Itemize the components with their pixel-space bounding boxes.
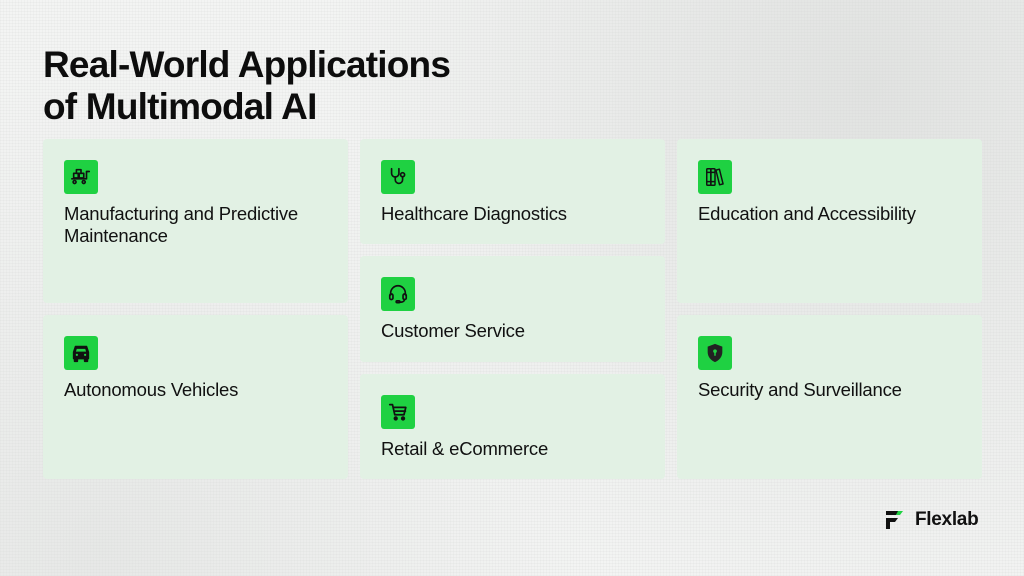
card-label: Education and Accessibility xyxy=(698,203,916,224)
title-line-2: of Multimodal AI xyxy=(43,86,317,127)
card-label: Manufacturing and Predictive Maintenance xyxy=(64,203,299,246)
card-security: Security and Surveillance xyxy=(677,315,982,479)
car-icon xyxy=(64,336,98,370)
card-label: Healthcare Diagnostics xyxy=(381,203,567,224)
page-title: Real-World Applications of Multimodal AI xyxy=(43,44,451,128)
flexlab-logo-icon xyxy=(886,511,903,529)
card-education: Education and Accessibility xyxy=(677,139,982,303)
headset-icon xyxy=(381,277,415,311)
card-healthcare: Healthcare Diagnostics xyxy=(360,139,665,244)
card-label: Customer Service xyxy=(381,320,525,341)
brand-name: Flexlab xyxy=(915,509,979,530)
card-label: Security and Surveillance xyxy=(698,379,902,400)
card-label: Autonomous Vehicles xyxy=(64,379,239,400)
cart-trolley-boxes-icon xyxy=(64,160,98,194)
card-manufacturing: Manufacturing and Predictive Maintenance xyxy=(43,139,348,303)
stethoscope-icon xyxy=(381,160,415,194)
shield-lock-icon xyxy=(698,336,732,370)
title-line-1: Real-World Applications xyxy=(43,44,451,85)
card-autonomous-vehicles: Autonomous Vehicles xyxy=(43,315,348,479)
card-customer-service: Customer Service xyxy=(360,256,665,362)
card-retail: Retail & eCommerce xyxy=(360,374,665,479)
books-icon xyxy=(698,160,732,194)
flexlab-logo: Flexlab xyxy=(883,508,979,532)
card-label: Retail & eCommerce xyxy=(381,438,549,459)
shopping-cart-icon xyxy=(381,395,415,429)
